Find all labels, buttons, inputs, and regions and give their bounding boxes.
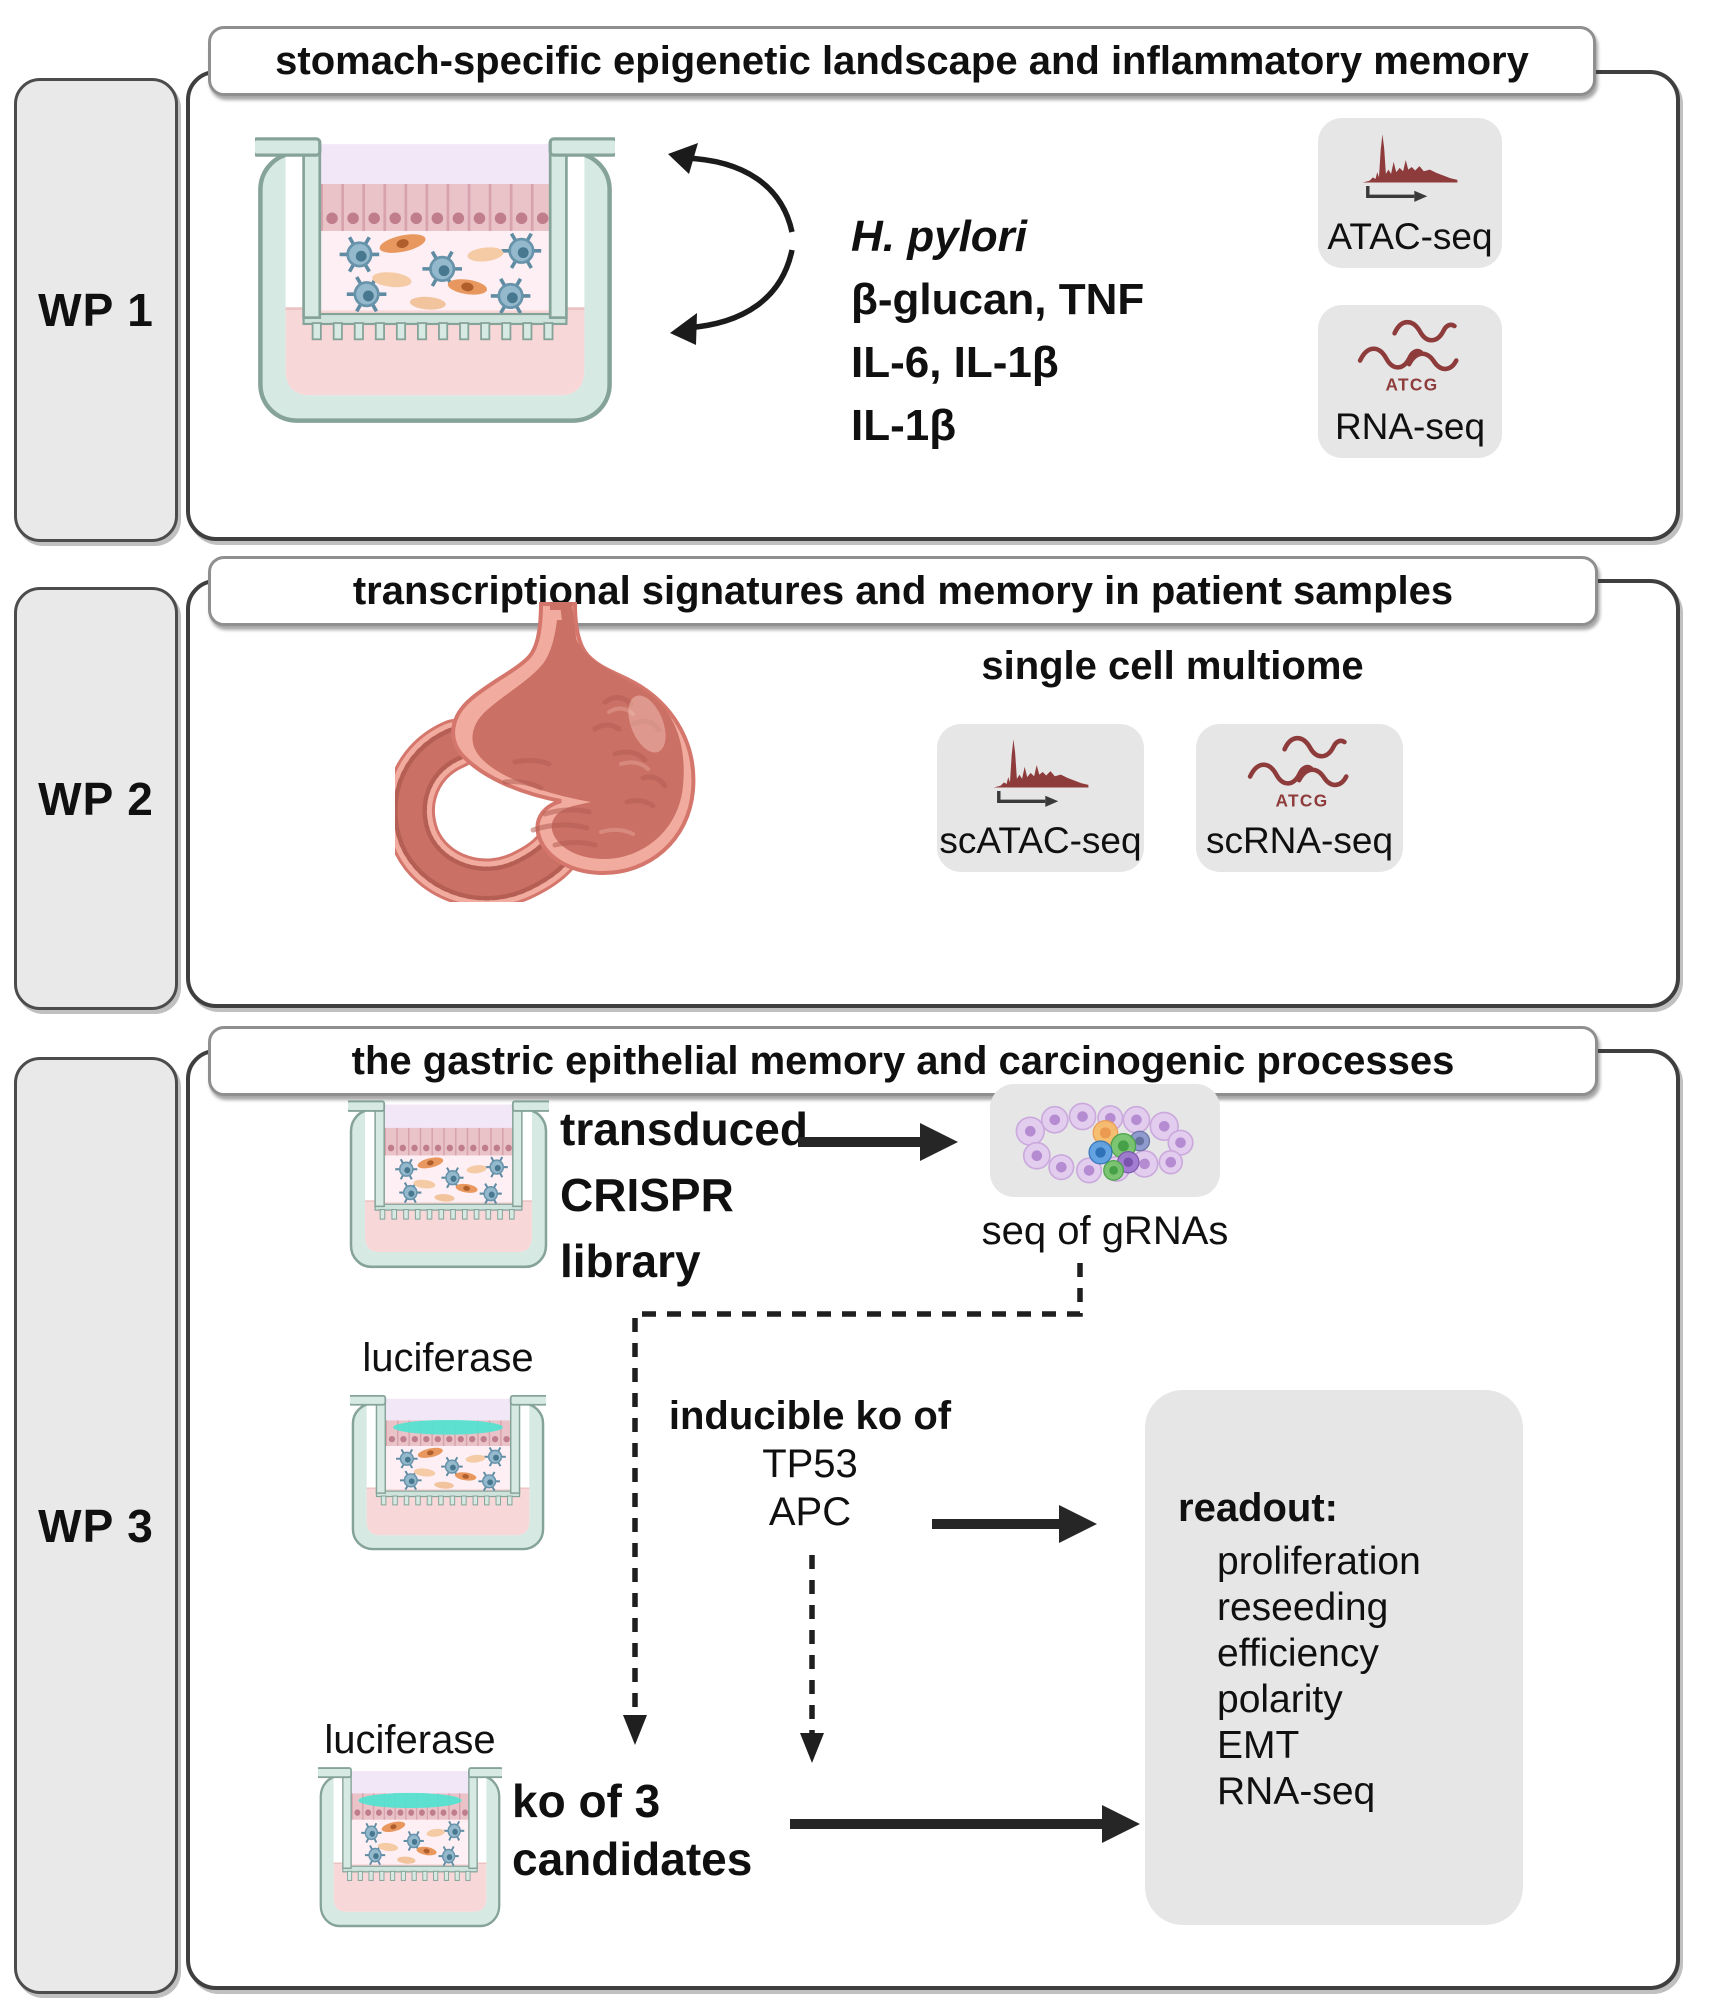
seq-of-grnas-label: seq of gRNAs [960,1208,1250,1254]
atac-peaks-icon [1318,118,1502,216]
stimulus-h-pylori: H. pylori [851,212,1028,261]
atac-seq-card: ATAC-seq [1318,118,1502,268]
rna-waves-icon: ATCG [1196,724,1403,820]
atac-peaks-icon [937,724,1144,820]
readout-item-polarity: polarity [1217,1678,1343,1721]
arrow-ko-to-readout [790,1802,1140,1846]
rna-waves-icon: ATCG [1318,305,1502,406]
luciferase-label-top: luciferase [348,1336,548,1380]
wp1-tab: WP 1 [14,78,178,542]
readout-item-efficiency: efficiency [1217,1632,1379,1675]
transwell-illustration-luciferase-1 [350,1390,546,1552]
dashed-connector [600,1255,1120,1775]
ko-line-2: candidates [512,1833,753,1885]
target-tp53: TP53 [762,1442,858,1486]
arrow-to-grna-seq [798,1120,958,1164]
wp3-tab: WP 3 [14,1057,178,1994]
inducible-ko-block: inducible ko of TP53 APC [650,1392,970,1536]
readout-item-emt: EMT [1217,1724,1300,1767]
svg-text:ATCG: ATCG [1275,790,1328,810]
readout-heading: readout: [1178,1486,1338,1530]
wp1-title-bar: stomach-specific epigenetic landscape an… [208,26,1596,96]
wp3-title: the gastric epithelial memory and carcin… [351,1038,1455,1083]
luciferase-label-bottom: luciferase [310,1718,510,1762]
svg-text:ATCG: ATCG [1385,374,1438,394]
crispr-line-1: transduced [560,1103,808,1155]
luciferase-bottom-text: luciferase [324,1717,496,1762]
wp2-title-bar: transcriptional signatures and memory in… [208,556,1598,626]
scatac-seq-card: scATAC-seq [937,724,1144,872]
multiome-heading-text: single cell multiome [981,643,1364,688]
seq-of-grnas-text: seq of gRNAs [981,1208,1229,1253]
crispr-line-3: library [560,1235,701,1287]
wp1-stimuli-list: H. pylori β-glucan, TNF IL-6, IL-1β IL-1… [851,205,1144,457]
atac-seq-label: ATAC-seq [1327,216,1493,257]
stimulus-b-glucan-tnf: β-glucan, TNF [851,275,1145,324]
crispr-line-2: CRISPR [560,1169,734,1221]
transwell-illustration-luciferase-2 [318,1762,502,1929]
wp2-tab: WP 2 [14,587,178,1010]
wp1-title: stomach-specific epigenetic landscape an… [275,38,1529,83]
readout-item-proliferation: proliferation [1217,1540,1421,1583]
luciferase-top-text: luciferase [362,1335,534,1380]
scatac-seq-label: scATAC-seq [939,820,1142,861]
rna-seq-card: ATCG RNA-seq [1318,305,1502,458]
readout-item-rna-seq: RNA-seq [1217,1770,1376,1813]
readout-item-reseeding: reseeding [1217,1586,1389,1629]
scrna-seq-label: scRNA-seq [1205,820,1394,861]
wp3-tab-label: WP 3 [38,1499,154,1552]
ko-line-1: ko of 3 [512,1775,661,1827]
target-apc: APC [768,1490,852,1534]
wp2-tab-label: WP 2 [38,772,154,825]
stomach-illustration [395,602,705,902]
ko-candidates-label: ko of 3 candidates [512,1772,752,1888]
rna-seq-label: RNA-seq [1334,406,1486,447]
stimulus-il1b: IL-1β [851,401,957,450]
scrna-seq-card: ATCG scRNA-seq [1196,724,1403,872]
grna-cells-card [990,1084,1220,1197]
stimulus-il6-il1b: IL-6, IL-1β [851,338,1059,387]
inducible-ko-heading: inducible ko of [668,1394,952,1438]
transwell-illustration-wp1 [255,128,615,426]
transwell-illustration-crispr [348,1095,549,1270]
wp2-title: transcriptional signatures and memory in… [352,568,1454,613]
cells-cluster-icon [990,1084,1220,1197]
wp1-tab-label: WP 1 [38,284,154,336]
cycle-arrows-icon [640,128,810,358]
readout-box: readout: proliferation reseeding efficie… [1145,1390,1523,1925]
arrow-inducible-to-readout [932,1502,1097,1546]
multiome-heading: single cell multiome [940,642,1405,690]
wp3-title-bar: the gastric epithelial memory and carcin… [208,1026,1598,1096]
crispr-library-label: transduced CRISPR library [560,1096,808,1294]
